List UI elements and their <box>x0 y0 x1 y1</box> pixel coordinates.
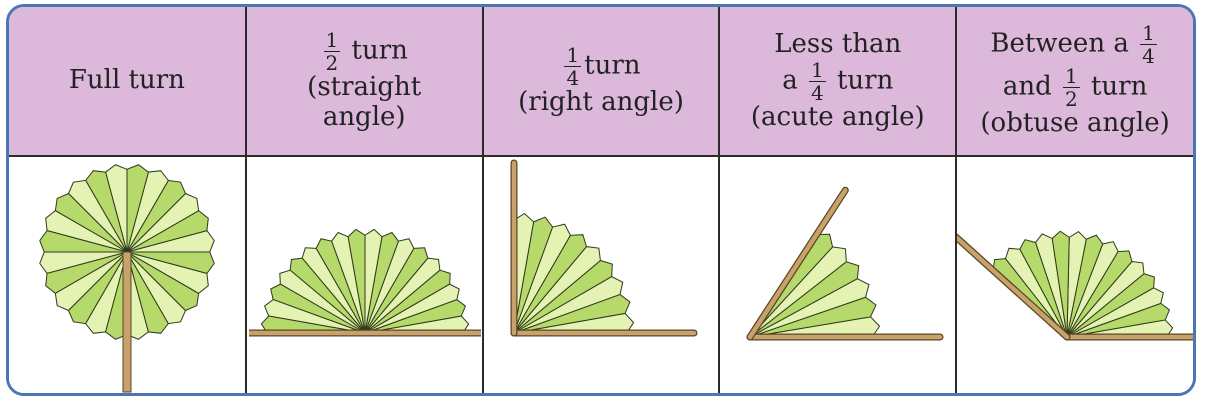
fan-acute-illustration <box>746 186 944 341</box>
fan-obtuse-illustration <box>957 230 1193 341</box>
fraction-quarter: 1 4 <box>564 42 582 90</box>
header-acute: Less than a 1 4 turn (acute angle) <box>718 7 958 157</box>
header-acute-line1: Less than <box>774 29 902 60</box>
header-half-turn: 1 2 turn (straight angle) <box>244 7 484 157</box>
fraction-quarter-obtuse: 1 4 <box>1140 21 1157 69</box>
header-obtuse-line3: (obtuse angle) <box>980 108 1170 139</box>
angle-table: Full turn 1 2 turn (straight angle) 1 4 … <box>9 7 1193 393</box>
header-half-turn-line1: 1 2 turn <box>323 28 408 76</box>
cell-acute <box>718 155 958 393</box>
cell-quarter-turn <box>481 155 721 393</box>
fraction-quarter-acute: 1 4 <box>808 57 826 105</box>
header-half-turn-line2: (straight <box>307 72 422 103</box>
cell-half-turn <box>244 155 484 393</box>
header-quarter-turn: 1 4 turn (right angle) <box>481 7 721 157</box>
header-quarter-turn-line2: (right angle) <box>518 86 684 117</box>
fan-stick-arm <box>748 187 848 340</box>
header-half-turn-line3: angle) <box>322 101 406 132</box>
fan-handle <box>122 251 132 393</box>
header-acute-line2: a 1 4 turn <box>782 57 894 105</box>
header-obtuse: Between a 1 4 and 1 2 turn (obtuse angle… <box>955 7 1193 157</box>
header-acute-line3: (acute angle) <box>750 101 925 132</box>
fan-stick-arm <box>957 234 1070 340</box>
fan-fold <box>126 164 149 253</box>
angle-table-frame: Full turn 1 2 turn (straight angle) 1 4 … <box>6 4 1196 396</box>
fan-quarter-turn-illustration <box>510 159 698 337</box>
header-quarter-turn-line1: 1 4 turn <box>564 42 641 90</box>
header-full-turn-text: Full turn <box>68 65 185 96</box>
fan-full-turn-illustration <box>39 164 215 393</box>
illustration-row <box>9 155 1193 393</box>
header-obtuse-line2: and 1 2 turn <box>1002 64 1148 112</box>
cell-obtuse <box>955 155 1193 393</box>
fraction-half-obtuse: 1 2 <box>1062 64 1080 112</box>
header-obtuse-line1: Between a 1 4 <box>990 21 1157 69</box>
header-full-turn: Full turn <box>9 7 247 157</box>
cell-full-turn <box>9 155 247 393</box>
header-row: Full turn 1 2 turn (straight angle) 1 4 … <box>9 7 1193 157</box>
fraction-half: 1 2 <box>323 28 341 76</box>
fan-half-turn-illustration <box>248 228 481 337</box>
